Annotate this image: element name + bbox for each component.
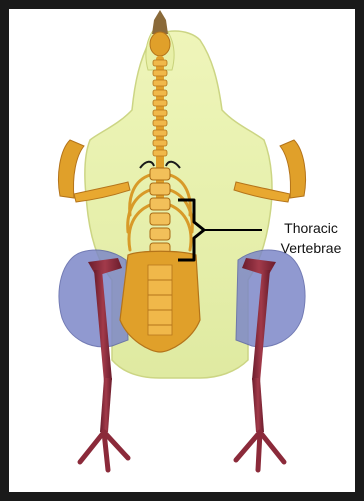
thoracic-vertebrae-label: Thoracic Vertebrae — [266, 218, 356, 258]
label-line-2: Vertebrae — [266, 238, 356, 258]
skull — [150, 10, 170, 56]
pelvis — [120, 251, 200, 352]
label-line-1: Thoracic — [266, 218, 356, 238]
